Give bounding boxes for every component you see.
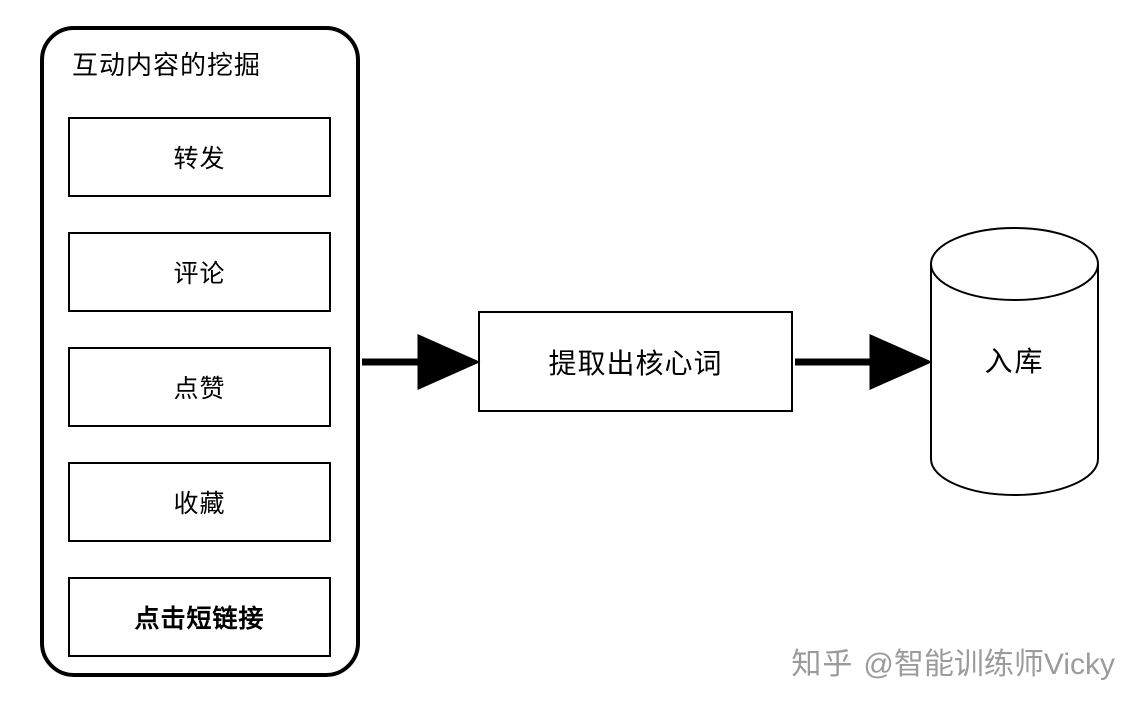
group-item-favorite: 收藏 bbox=[68, 462, 331, 542]
process-extract-keywords: 提取出核心词 bbox=[478, 311, 793, 412]
datastore-label: 入库 bbox=[984, 346, 1045, 377]
watermark-author: @智能训练师Vicky bbox=[863, 648, 1115, 681]
database-cylinder-icon bbox=[930, 226, 1099, 497]
group-item-comment: 评论 bbox=[68, 232, 331, 312]
zhihu-logo: 知乎 bbox=[791, 648, 854, 681]
watermark: 知乎 @智能训练师Vicky bbox=[791, 639, 1115, 683]
group-item-short-link-click: 点击短链接 bbox=[68, 577, 331, 657]
group-title: 互动内容的挖掘 bbox=[72, 50, 262, 80]
group-item-forward: 转发 bbox=[68, 117, 331, 197]
group-item-like: 点赞 bbox=[68, 347, 331, 427]
